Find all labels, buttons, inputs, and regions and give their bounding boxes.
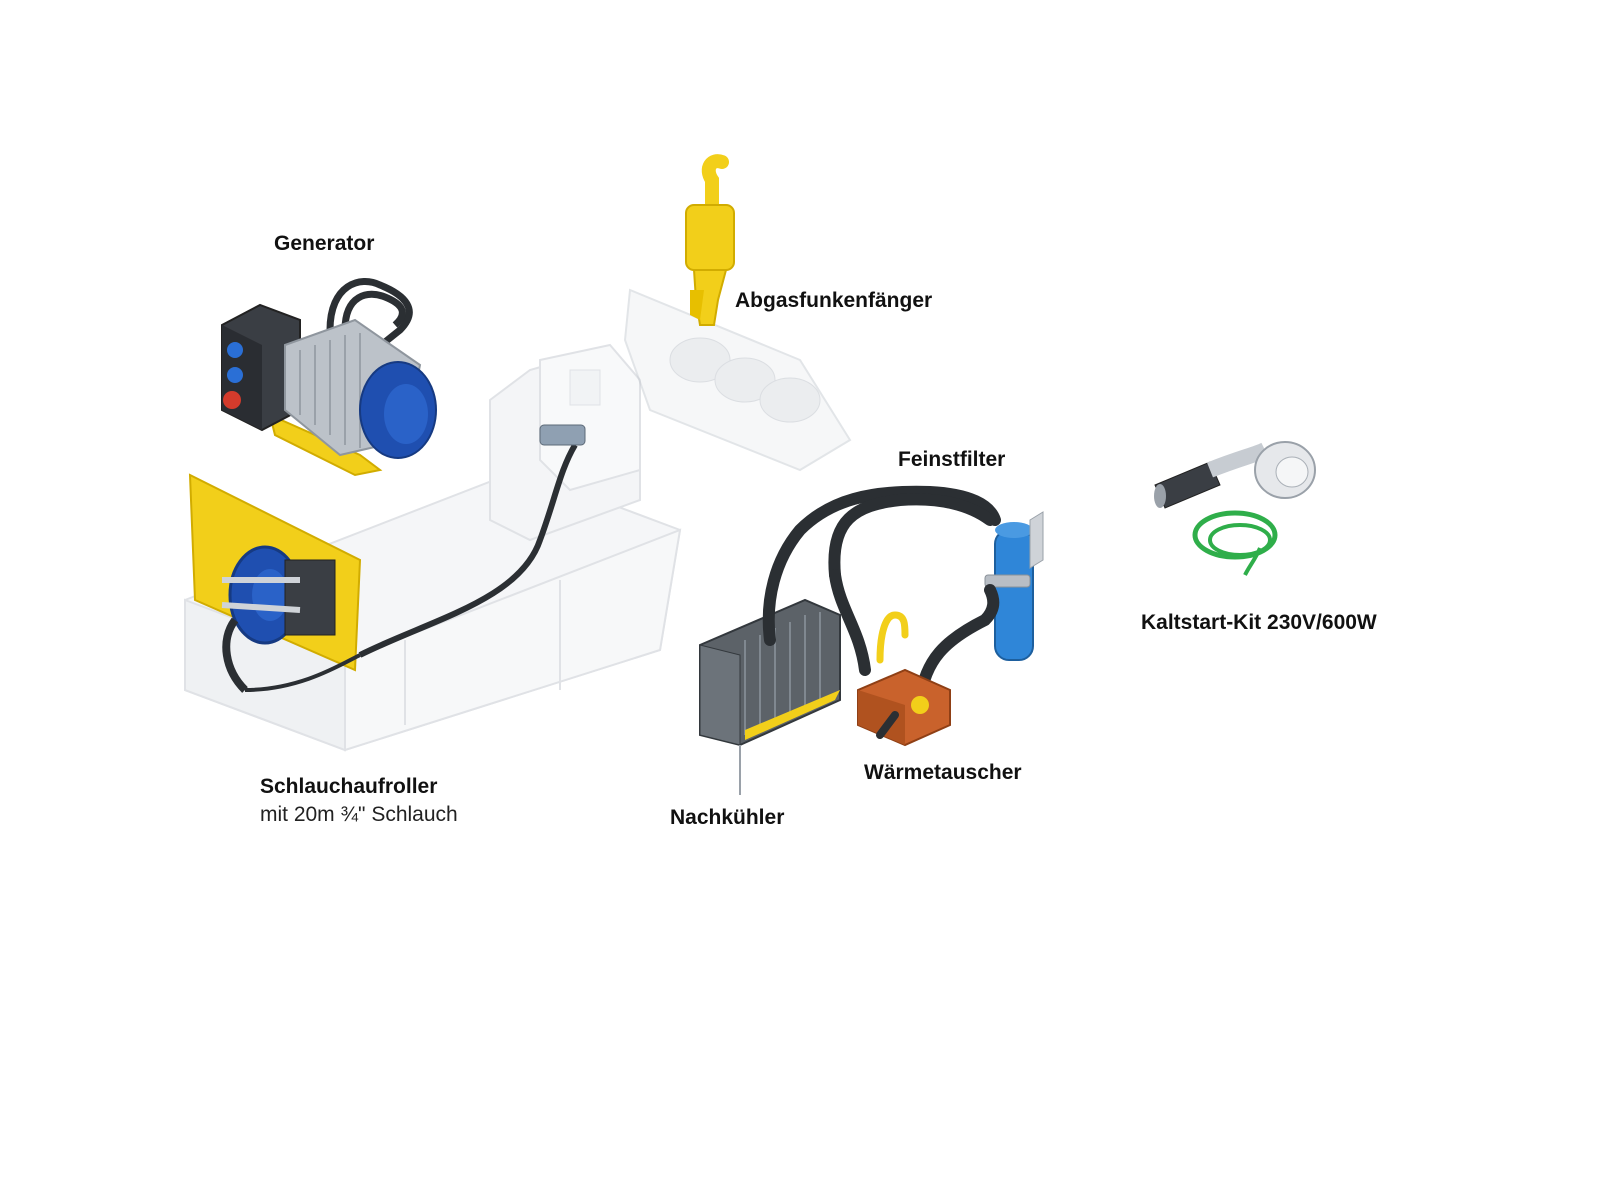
hose-reel-detail: mit 20m ¾" Schlauch xyxy=(260,803,458,826)
spark-arrester-label: Abgasfunkenfänger xyxy=(735,289,933,312)
cold-start-kit-label: Kaltstart-Kit 230V/600W xyxy=(1141,611,1377,634)
ghost-engine-block xyxy=(623,288,852,472)
aftercooler-label: Nachkühler xyxy=(670,806,785,829)
heat-exchanger-icon xyxy=(857,668,951,747)
hose-line xyxy=(358,443,578,658)
fine-filter-label: Feinstfilter xyxy=(898,448,1006,471)
hose-reel-label: Schlauchaufroller xyxy=(260,775,438,798)
spark-arrester-icon xyxy=(685,154,735,326)
hose-reel-icon xyxy=(188,473,362,693)
generator-icon xyxy=(221,278,437,477)
heat-exchanger-label: Wärmetauscher xyxy=(864,761,1022,784)
cold-start-kit-icon xyxy=(1154,441,1316,576)
yellow-hose-stub xyxy=(876,611,909,664)
coolant-hoses xyxy=(762,485,1001,706)
hose-coupling xyxy=(539,424,586,446)
generator-label: Generator xyxy=(274,232,375,255)
aftercooler-icon xyxy=(699,598,841,795)
